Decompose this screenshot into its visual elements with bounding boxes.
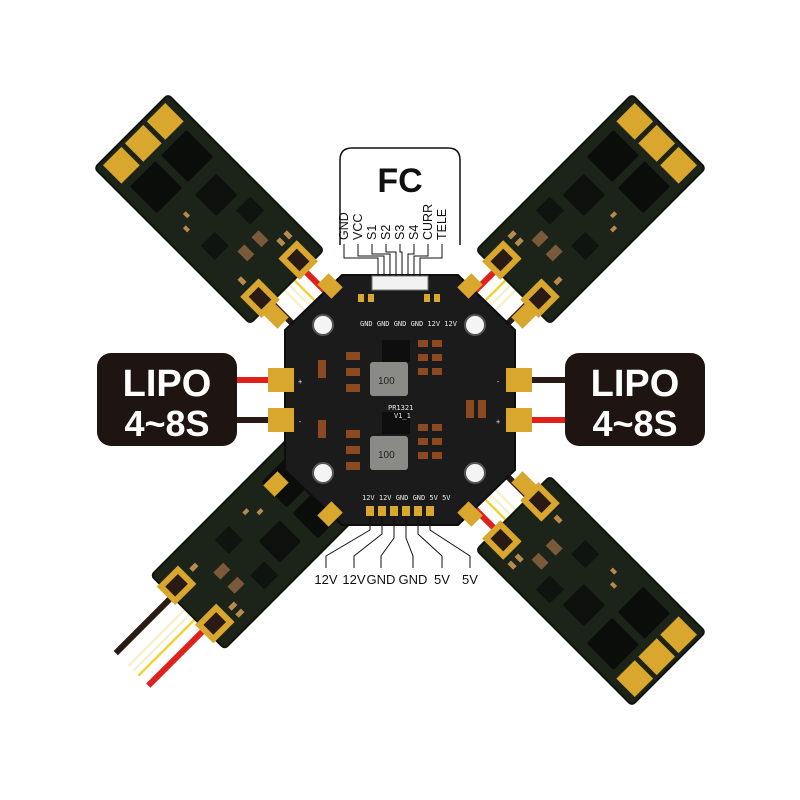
fc-connector-callout: FC GND VCC S1 S2 S3 S4 CURR TELE bbox=[337, 147, 461, 276]
lipo-right-line2: 4~8S bbox=[592, 403, 677, 444]
battery-wires-right bbox=[530, 377, 570, 423]
power-pad-12v-1: 12V bbox=[314, 572, 337, 587]
power-pad-12v-2: 12V bbox=[342, 572, 365, 587]
fc-pin-labels: GND VCC S1 S2 S3 S4 CURR TELE bbox=[337, 204, 449, 240]
power-output-callout: 12V 12V GND GND 5V 5V bbox=[314, 516, 478, 587]
pdb-board: GND GND GND GND 12V 12V 12V 12V GND GND … bbox=[263, 273, 537, 527]
fc-pin-s3: S3 bbox=[393, 225, 407, 240]
version-text: V1_1 bbox=[394, 412, 411, 420]
minus-sign-left: - bbox=[298, 418, 302, 426]
lipo-label-left: LIPO 4~8S bbox=[97, 353, 237, 446]
inductor-marking-1: 100 bbox=[378, 376, 395, 387]
fc-pin-s2: S2 bbox=[379, 225, 393, 240]
fc-pin-vcc: VCC bbox=[351, 214, 365, 240]
lipo-left-line1: LIPO bbox=[123, 363, 212, 405]
plus-sign-right: + bbox=[496, 418, 500, 426]
model-text: PR1321 bbox=[388, 404, 413, 412]
bottom-silkscreen: 12V 12V GND GND 5V 5V bbox=[362, 494, 451, 502]
fc-pin-curr: CURR bbox=[421, 204, 435, 240]
fc-pin-gnd: GND bbox=[337, 212, 351, 240]
power-pad-gnd-1: GND bbox=[367, 572, 396, 587]
minus-sign-right: - bbox=[496, 378, 500, 386]
battery-wires-left bbox=[232, 377, 270, 423]
power-pad-5v-2: 5V bbox=[462, 572, 478, 587]
power-pad-5v-1: 5V bbox=[434, 572, 450, 587]
plus-sign-left: + bbox=[298, 378, 302, 386]
lipo-right-line1: LIPO bbox=[591, 363, 680, 405]
top-silkscreen: GND GND GND GND 12V 12V bbox=[360, 320, 458, 328]
fc-title: FC bbox=[377, 162, 422, 200]
fc-pin-tele: TELE bbox=[435, 209, 449, 240]
power-pad-gnd-2: GND bbox=[399, 572, 428, 587]
lipo-left-line2: 4~8S bbox=[124, 403, 209, 444]
fc-pin-s1: S1 bbox=[365, 225, 379, 240]
inductor-marking-2: 100 bbox=[378, 450, 395, 461]
lipo-label-right: LIPO 4~8S bbox=[565, 353, 705, 446]
fc-pin-s4: S4 bbox=[407, 225, 421, 240]
